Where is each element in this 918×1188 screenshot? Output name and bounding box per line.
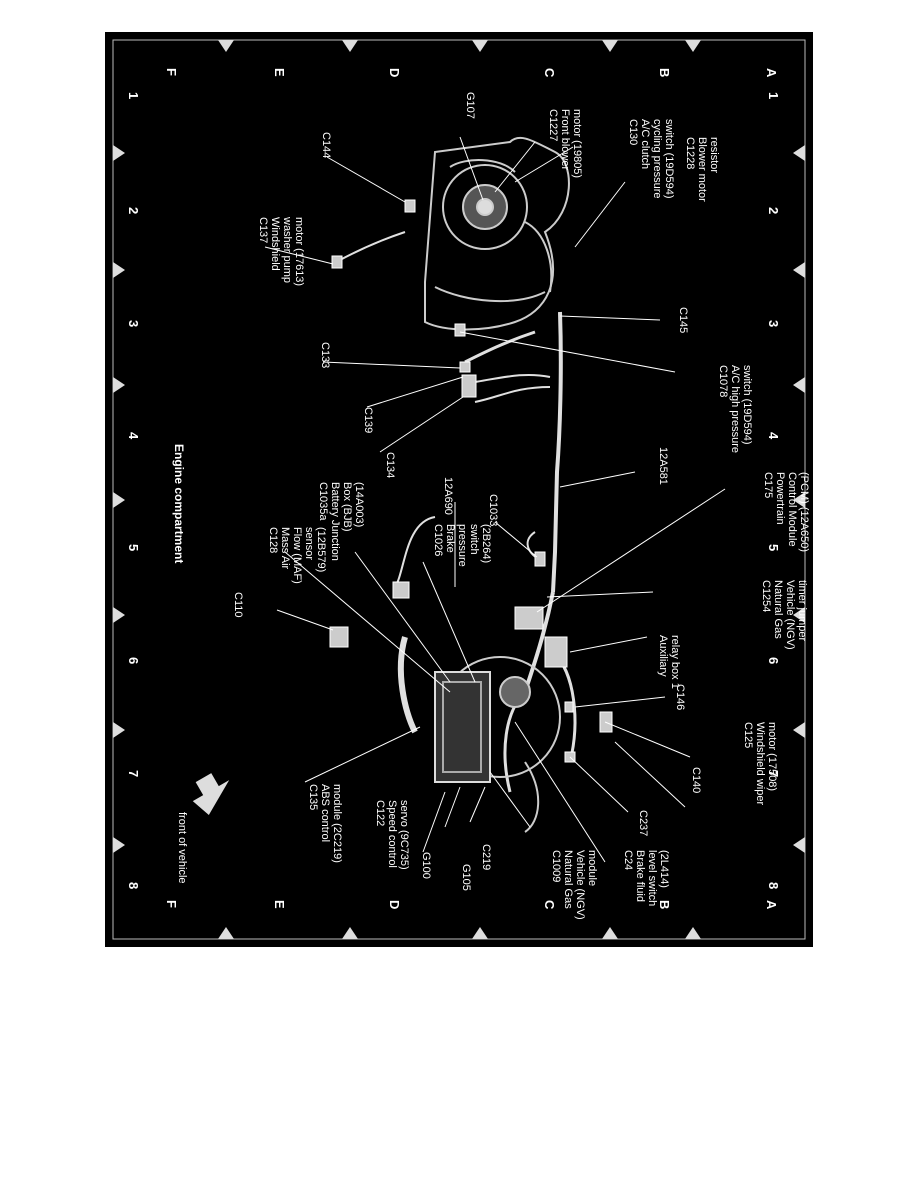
leader-lines: [264, 136, 726, 863]
callout-c1033: C1033: [487, 494, 499, 526]
border-markers: [113, 40, 805, 939]
front-of-vehicle-label: front of vehicle: [176, 812, 188, 884]
grid-col-1-right: 1: [766, 92, 781, 99]
grid-row-b-bottom: B: [657, 900, 672, 909]
grid-col-4-left: 4: [126, 432, 141, 440]
grid-col-6-right: 6: [766, 657, 781, 664]
grid-row-f-top: F: [164, 68, 179, 76]
grid-col-4-right: 4: [766, 432, 781, 440]
connector-drawings: [329, 199, 613, 763]
callout-c24: C24 Brake fluid level switch (2L414): [622, 850, 670, 909]
harness-main-drawing: [339, 231, 577, 793]
callout-c1035a: C1035a Battery Junction Box (BJB) (14A00…: [317, 482, 365, 564]
callout-g105: G105: [460, 864, 472, 891]
grid-row-f-bottom: F: [164, 900, 179, 908]
callout-c133: C133: [319, 342, 331, 368]
callout-c128: C128 Mass Air Flow (MAF) sensor (12B579): [267, 527, 327, 587]
grid-col-7-right: 7: [766, 770, 781, 777]
callout-c1026: C1026 Brake pressure switch (2B264): [432, 524, 492, 570]
callout-c137: C137 Windshield washer pump motor (17613…: [257, 216, 305, 286]
callout-c1228: C1228 Blower motor resistor: [684, 137, 720, 205]
callout-c130: C130 A/C clutch cycling pressure switch …: [627, 119, 675, 202]
diagram-title: Engine compartment: [172, 444, 186, 563]
callout-c1254: C1254 Natural Gas Vehicle (NGV) timer ju…: [760, 580, 808, 653]
callout-c1009: C1009 Natural Gas Vehicle (NGV) module: [550, 850, 598, 923]
grid-row-a-bottom: A: [764, 900, 779, 910]
grid-col-6-left: 6: [126, 657, 141, 664]
grid-col-5-right: 5: [766, 544, 781, 551]
engine-compartment-diagram: A B C D E F A B C D E F 1 2 3 4 5 6 7 8 …: [112, 39, 810, 940]
callout-c175: C175 Powertrain Control Module (PCM) (12…: [762, 472, 810, 552]
diagram-frame: A B C D E F A B C D E F 1 2 3 4 5 6 7 8 …: [105, 32, 813, 947]
callout-g107: G107: [464, 92, 476, 119]
grid-col-2-right: 2: [766, 207, 781, 214]
callout-c122: C122 Speed control servo (9C735): [374, 800, 410, 871]
callout-c135: C135 ABS control module (2C219): [307, 784, 343, 863]
grid-col-1-left: 1: [126, 92, 141, 99]
callout-c144: C144: [320, 132, 332, 158]
callouts: C1228 Blower motor resistor C130 A/C clu…: [232, 92, 810, 923]
grid-col-7-left: 7: [126, 770, 141, 777]
grid-row-d-bottom: D: [387, 900, 402, 909]
grid-col-3-right: 3: [766, 320, 781, 327]
grid-row-c-bottom: C: [542, 900, 557, 910]
front-arrow: [192, 773, 230, 815]
grid-col-8-left: 8: [126, 882, 141, 889]
callout-c125: C125 Windshield wiper motor (17508): [742, 722, 778, 808]
callout-12a690: 12A690: [442, 477, 454, 515]
brake-booster-drawing: [434, 656, 561, 833]
grid-col-3-left: 3: [126, 320, 141, 327]
callout-c145: C145: [677, 307, 689, 333]
grid-row-d-top: D: [387, 68, 402, 77]
callout-c110: C110: [232, 592, 244, 617]
grid-row-e-top: E: [272, 68, 287, 77]
callout-c219: C219: [480, 844, 492, 870]
grid-labels: A B C D E F A B C D E F 1 2 3 4 5 6 7 8 …: [126, 68, 781, 910]
callout-c1227: C1227 Front blower motor (19805): [547, 109, 583, 178]
callout-c1078: C1078 A/C high pressure switch (19D594): [717, 365, 753, 456]
grid-row-b-top: B: [657, 68, 672, 77]
callout-12a581: 12A581: [657, 447, 669, 485]
grid-col-5-left: 5: [126, 544, 141, 551]
callout-c146: C146: [674, 684, 686, 710]
callout-g100: G100: [420, 852, 432, 879]
callout-c134: C134: [384, 452, 396, 478]
inner-border: [112, 39, 806, 940]
grid-row-a-top: A: [764, 68, 779, 78]
grid-row-c-top: C: [542, 68, 557, 78]
callout-c139: C139: [362, 407, 374, 433]
callout-auxiliary-relay-box: Auxiliary relay box 1: [657, 635, 681, 689]
callout-c237: C237: [637, 810, 649, 836]
callout-c140: C140: [690, 767, 702, 793]
blower-assembly-drawing: [424, 136, 570, 331]
grid-col-2-left: 2: [126, 207, 141, 214]
grid-col-8-right: 8: [766, 882, 781, 889]
grid-row-e-bottom: E: [272, 900, 287, 909]
